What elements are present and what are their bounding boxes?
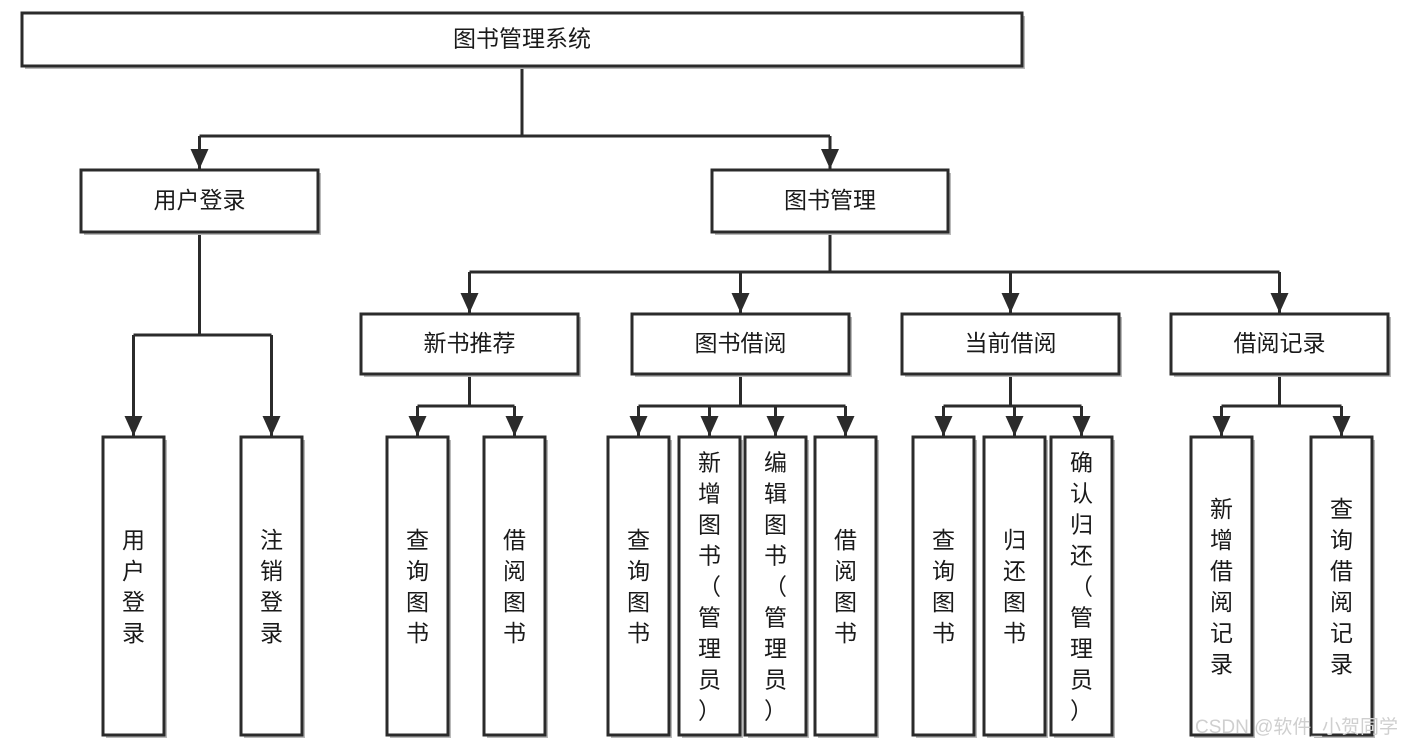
- node-box: [101, 435, 166, 737]
- node-box: [911, 435, 976, 737]
- node-book-management[interactable]: 图书管理: [710, 168, 951, 235]
- node-label: 新增图书（管理员）: [698, 450, 721, 724]
- node-box: [1309, 435, 1374, 737]
- node-borrow-records[interactable]: 借阅记录: [1169, 312, 1391, 377]
- node-box: [1189, 435, 1254, 737]
- node-user-login[interactable]: 用户登录: [79, 168, 321, 235]
- node-leaf-return-book[interactable]: 归还图书: [982, 435, 1048, 738]
- node-leaf-logout[interactable]: 注销登录: [239, 435, 305, 738]
- arrow-head: [766, 416, 785, 436]
- node-label: 新书推荐: [424, 330, 516, 356]
- arrow-head: [836, 416, 855, 436]
- node-box: [813, 435, 878, 737]
- arrow-head: [934, 416, 953, 436]
- node-label: 图书管理系统: [453, 26, 591, 52]
- node-label: 借阅记录: [1234, 330, 1326, 356]
- node-label: 归还图书: [1003, 527, 1026, 646]
- node-label: 用户登录: [122, 527, 145, 646]
- node-label: 查询借阅记录: [1330, 496, 1353, 677]
- node-label: 编辑图书（管理员）: [764, 450, 787, 724]
- node-current-borrow[interactable]: 当前借阅: [900, 312, 1122, 377]
- arrow-head: [408, 416, 427, 436]
- node-label: 图书管理: [784, 187, 876, 213]
- node-new-book-recommend[interactable]: 新书推荐: [359, 312, 581, 377]
- arrow-head: [1332, 416, 1351, 436]
- node-leaf-add-book[interactable]: 新增图书（管理员）: [677, 435, 743, 738]
- node-box: [385, 435, 450, 737]
- node-label: 查询图书: [406, 527, 429, 646]
- node-box: [630, 312, 851, 376]
- node-root[interactable]: 图书管理系统: [20, 11, 1025, 69]
- node-label: 注销登录: [260, 527, 283, 646]
- arrow-head: [1212, 416, 1231, 436]
- node-box: [239, 435, 304, 737]
- node-label: 新增借阅记录: [1210, 496, 1233, 677]
- node-box: [982, 435, 1047, 737]
- node-leaf-query-book-recommend[interactable]: 查询图书: [385, 435, 451, 738]
- arrow-head: [731, 293, 750, 313]
- node-book-borrow[interactable]: 图书借阅: [630, 312, 852, 377]
- arrow-head: [700, 416, 719, 436]
- arrow-head: [262, 416, 281, 436]
- node-label: 确认归还（管理员）: [1070, 450, 1093, 724]
- node-box: [1049, 435, 1114, 737]
- node-box: [710, 168, 950, 234]
- node-label: 图书借阅: [695, 330, 787, 356]
- node-leaf-user-login[interactable]: 用户登录: [101, 435, 167, 738]
- arrow-head: [190, 149, 209, 169]
- node-leaf-add-borrow-record[interactable]: 新增借阅记录: [1189, 435, 1255, 738]
- arrow-head: [460, 293, 479, 313]
- csdn-watermark: CSDN @软件_小贺同学: [1195, 716, 1398, 738]
- node-box: [359, 312, 580, 376]
- node-label: 当前借阅: [965, 330, 1057, 356]
- connector-layer: [124, 66, 1351, 436]
- node-label: 用户登录: [154, 187, 246, 213]
- node-box: [900, 312, 1121, 376]
- arrow-head: [629, 416, 648, 436]
- arrow-head: [1005, 416, 1024, 436]
- node-box: [482, 435, 547, 737]
- arrow-head: [124, 416, 143, 436]
- node-box: [1169, 312, 1390, 376]
- node-leaf-query-book-borrow[interactable]: 查询图书: [606, 435, 672, 738]
- node-leaf-query-book-current[interactable]: 查询图书: [911, 435, 977, 738]
- node-leaf-query-borrow-record[interactable]: 查询借阅记录: [1309, 435, 1375, 738]
- node-layer: 图书管理系统用户登录图书管理新书推荐图书借阅当前借阅借阅记录用户登录注销登录查询…: [20, 11, 1391, 738]
- arrow-head: [1001, 293, 1020, 313]
- node-label: 查询图书: [932, 527, 955, 646]
- arrow-head: [1072, 416, 1091, 436]
- node-leaf-confirm-return[interactable]: 确认归还（管理员）: [1049, 435, 1115, 738]
- node-box: [79, 168, 320, 234]
- arrow-head: [505, 416, 524, 436]
- arrow-head: [1270, 293, 1289, 313]
- node-leaf-borrow-book-recommend[interactable]: 借阅图书: [482, 435, 548, 738]
- node-label: 借阅图书: [834, 527, 857, 646]
- node-leaf-edit-book[interactable]: 编辑图书（管理员）: [743, 435, 809, 738]
- arrow-head: [821, 149, 839, 169]
- node-box: [677, 435, 742, 737]
- node-box: [606, 435, 671, 737]
- node-box: [20, 11, 1024, 68]
- node-label: 查询图书: [627, 527, 650, 646]
- node-box: [743, 435, 808, 737]
- node-leaf-borrow-book[interactable]: 借阅图书: [813, 435, 879, 738]
- node-label: 借阅图书: [503, 527, 526, 646]
